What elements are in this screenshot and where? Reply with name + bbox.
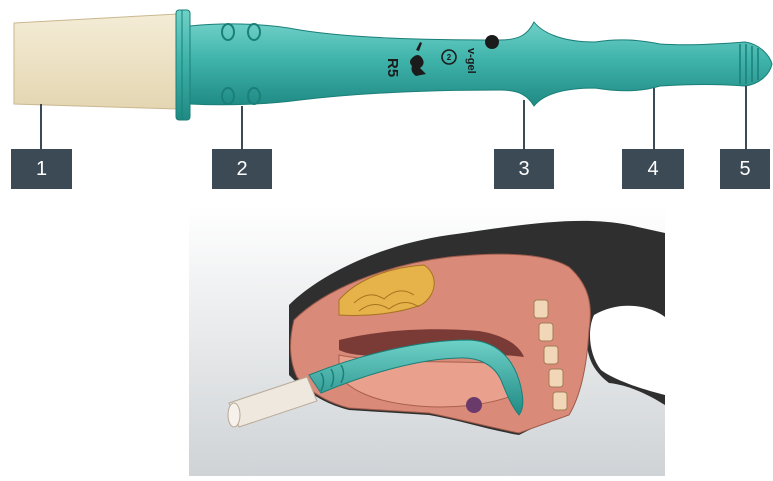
anatomy-illustration — [189, 205, 665, 476]
svg-text:2: 2 — [447, 53, 452, 62]
callout-1: 1 — [11, 149, 72, 189]
callout-2: 2 — [212, 149, 272, 189]
leader-line-4 — [653, 88, 655, 149]
larynx — [466, 397, 482, 413]
size-marking: R5 — [384, 58, 401, 77]
callout-5: 5 — [720, 149, 770, 189]
leader-line-5 — [745, 86, 747, 149]
leader-line-1 — [40, 104, 42, 149]
leader-line-2 — [241, 106, 243, 149]
leader-line-3 — [523, 100, 525, 149]
callout-4: 4 — [622, 149, 684, 189]
brand-text: v-gel — [465, 48, 477, 74]
connector — [14, 14, 178, 109]
tube-body — [190, 22, 772, 106]
callout-3: 3 — [494, 149, 554, 189]
brand-logo — [485, 35, 499, 49]
